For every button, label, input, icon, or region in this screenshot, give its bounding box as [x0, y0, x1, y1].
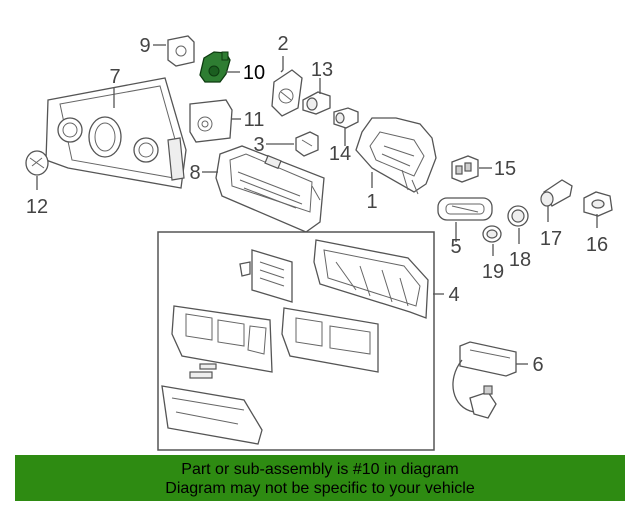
- part-16-switch[interactable]: [583, 191, 613, 217]
- part-7-bezel[interactable]: [45, 77, 187, 189]
- callout-5: 5: [450, 236, 461, 258]
- part-5-bezel[interactable]: [437, 197, 493, 221]
- callout-4: 4: [448, 284, 459, 306]
- callout-13: 13: [311, 59, 333, 81]
- part-10-highlighted[interactable]: [199, 51, 231, 83]
- callout-3: 3: [253, 134, 264, 156]
- callout-8: 8: [189, 162, 200, 184]
- part-13-socket[interactable]: [302, 91, 331, 115]
- callout-9: 9: [139, 35, 150, 57]
- callout-6: 6: [532, 354, 543, 376]
- callout-19: 19: [482, 261, 504, 283]
- part-18-button[interactable]: [507, 205, 529, 227]
- callout-labels: 2 9 10 13 7 11 3 14 15 8 1 12 5 17 16 18…: [26, 33, 608, 376]
- part-17-lighter[interactable]: [540, 179, 573, 207]
- callout-16: 16: [586, 234, 608, 256]
- callout-1: 1: [366, 191, 377, 213]
- info-banner: Part or sub-assembly is #10 in diagram D…: [15, 455, 625, 501]
- part-9-switch[interactable]: [167, 35, 195, 67]
- part-12-knob[interactable]: [25, 150, 49, 176]
- part-11-module[interactable]: [189, 99, 233, 143]
- part-8-control[interactable]: [215, 145, 325, 233]
- callout-12: 12: [26, 196, 48, 218]
- part-19-button[interactable]: [482, 225, 502, 243]
- banner-line-2: Diagram may not be specific to your vehi…: [165, 480, 475, 497]
- banner-line-1: Part or sub-assembly is #10 in diagram: [181, 461, 459, 478]
- callout-18: 18: [509, 249, 531, 271]
- callout-17: 17: [540, 228, 562, 250]
- callout-11: 11: [244, 109, 265, 131]
- callout-10: 10: [243, 62, 265, 84]
- part-15-switch[interactable]: [451, 155, 479, 183]
- leader-lines: [36, 44, 598, 365]
- part-3-clip[interactable]: [295, 131, 319, 157]
- part-4-cluster-group[interactable]: [157, 231, 435, 451]
- part-6-module[interactable]: [452, 341, 517, 419]
- callout-2: 2: [277, 33, 288, 55]
- callout-15: 15: [494, 158, 516, 180]
- part-2-switch[interactable]: [271, 69, 303, 117]
- part-1-housing[interactable]: [355, 117, 437, 195]
- callout-7: 7: [109, 66, 120, 88]
- callout-14: 14: [329, 143, 351, 165]
- part-14-bulb[interactable]: [333, 107, 359, 129]
- parts-diagram: 2 9 10 13 7 11 3 14 15 8 1 12 5 17 16 18…: [25, 33, 613, 451]
